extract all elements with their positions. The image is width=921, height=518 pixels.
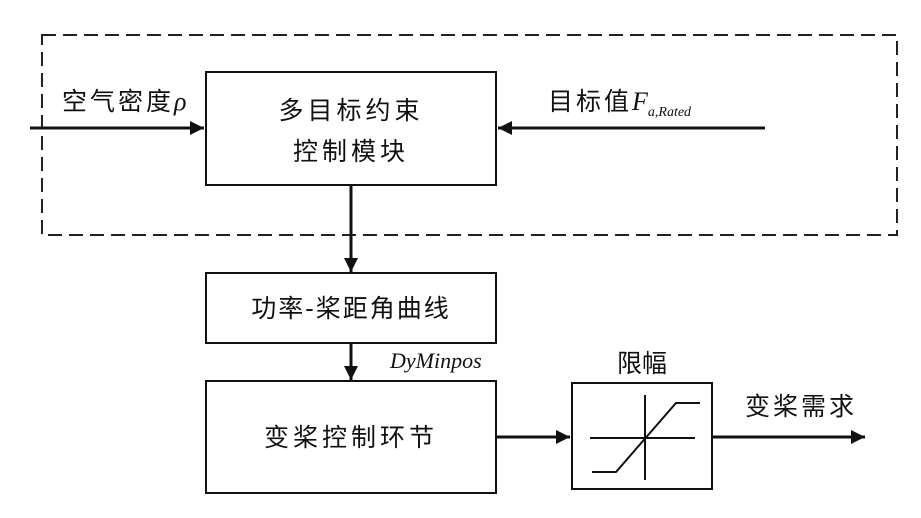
dyminpos-label: DyMinpos <box>389 348 482 373</box>
power-pitch-curve-label: 功率-桨距角曲线 <box>251 294 450 323</box>
constraint-block-title-line2: 控制模块 <box>293 137 409 166</box>
multi-objective-constraint-block <box>206 72 496 185</box>
pitch-control-label: 变桨控制环节 <box>264 423 438 452</box>
pitch-demand-label: 变桨需求 <box>745 392 857 421</box>
constraint-block-title-line1: 多目标约束 <box>278 96 423 125</box>
limiter-block <box>572 383 712 489</box>
limiter-label: 限幅 <box>617 349 667 378</box>
air-density-label: 空气密度ρ <box>62 87 187 116</box>
target-value-label: 目标值Fa,Rated <box>548 87 692 120</box>
